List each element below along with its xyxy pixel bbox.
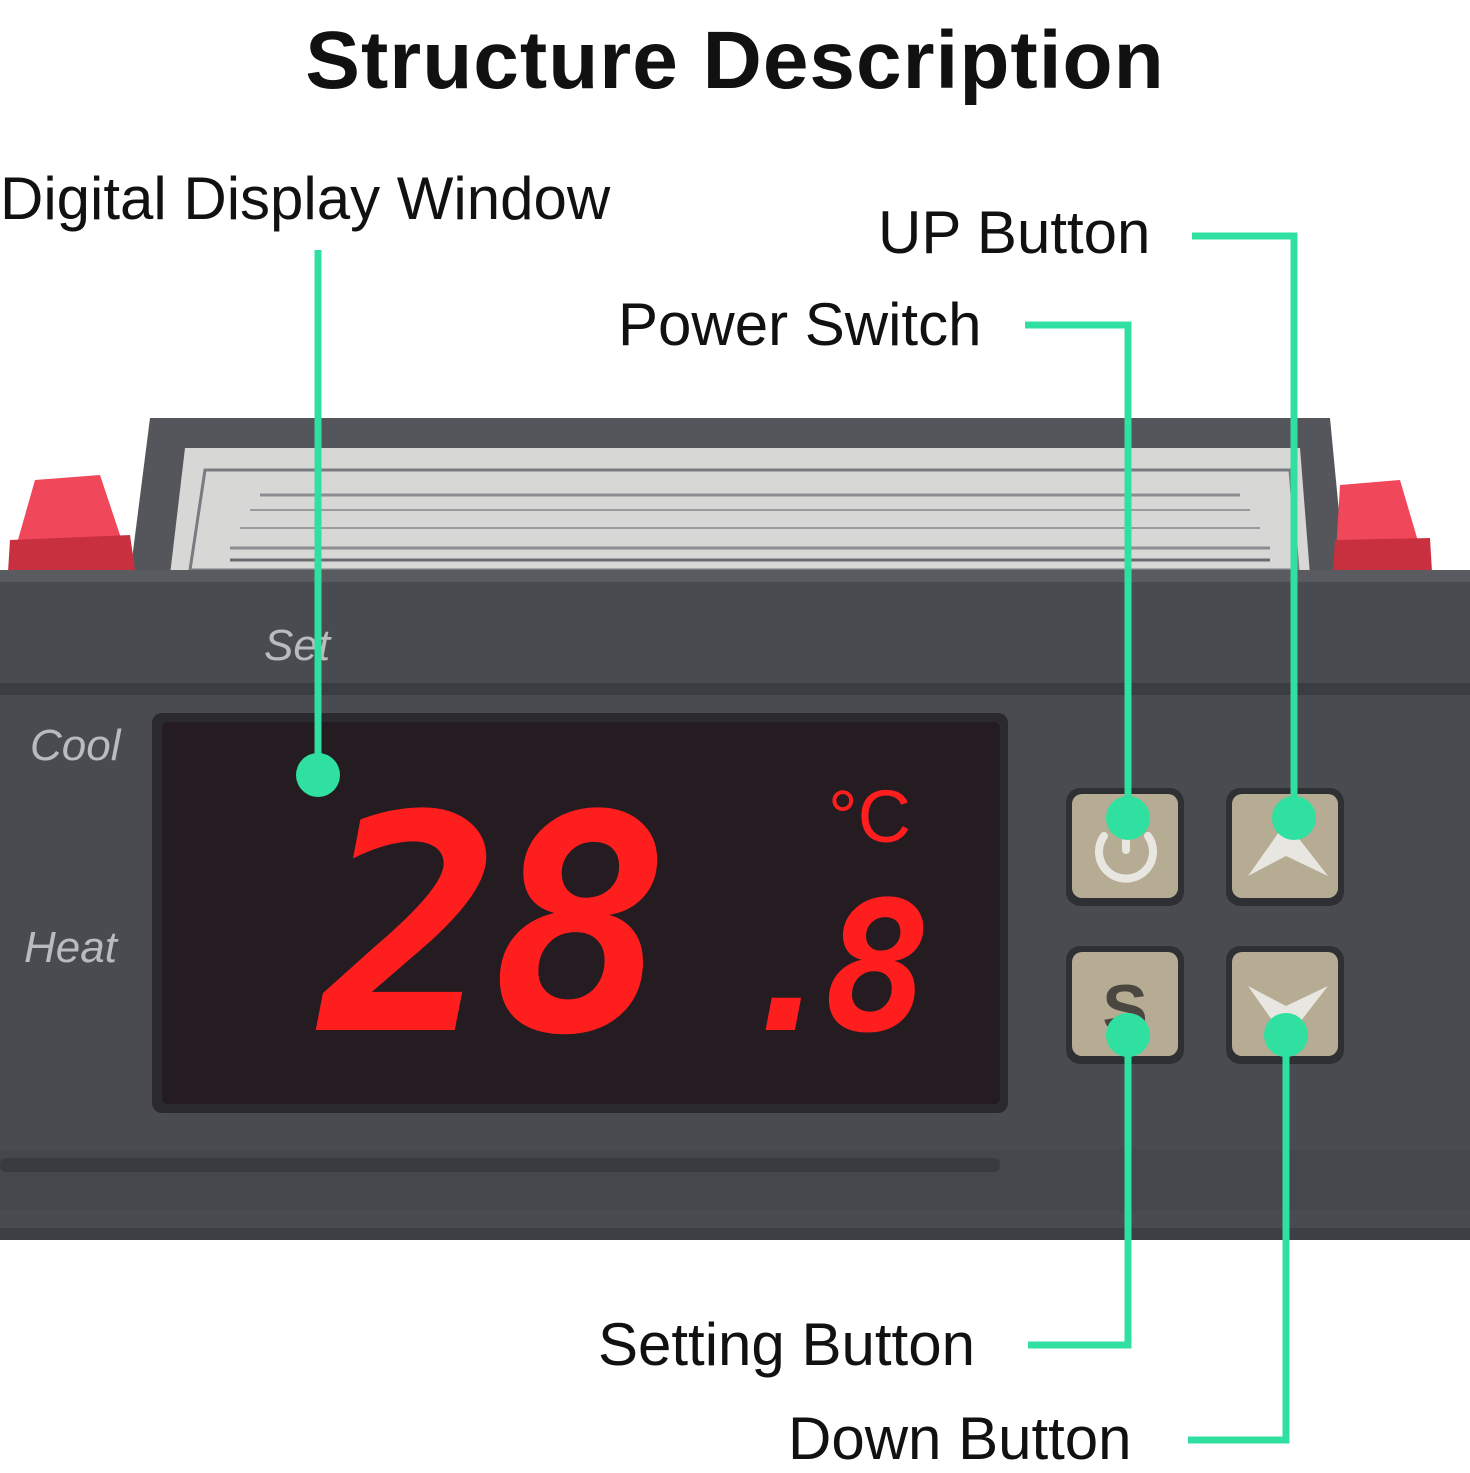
chevron-down-icon <box>1248 986 1328 1040</box>
callout-setting-button: Setting Button <box>598 1311 975 1378</box>
page-title: Structure Description <box>305 15 1165 106</box>
temperature-decimal: .8 <box>735 864 923 1073</box>
temperature-digits: 28 <box>315 752 661 1101</box>
chevron-up-icon <box>1248 822 1328 876</box>
temperature-unit: °C <box>828 775 911 858</box>
callout-up-button: UP Button <box>878 199 1151 266</box>
power-button[interactable] <box>1066 788 1184 906</box>
housing-top <box>130 418 1345 575</box>
set-label: Set <box>264 621 332 670</box>
cool-label: Cool <box>30 721 122 770</box>
setting-button[interactable]: S <box>1066 946 1184 1064</box>
callout-lines <box>314 232 1298 1444</box>
heat-label: Heat <box>24 923 119 972</box>
mounting-clip-left <box>8 475 135 572</box>
callout-dots <box>296 753 1316 1057</box>
display-window <box>152 713 1008 1113</box>
callout-display-window: Digital Display Window <box>0 165 611 232</box>
down-button[interactable] <box>1226 946 1344 1064</box>
callout-down-button: Down Button <box>788 1405 1132 1472</box>
mounting-clip-right <box>1333 480 1432 574</box>
callout-power-switch: Power Switch <box>618 291 982 358</box>
